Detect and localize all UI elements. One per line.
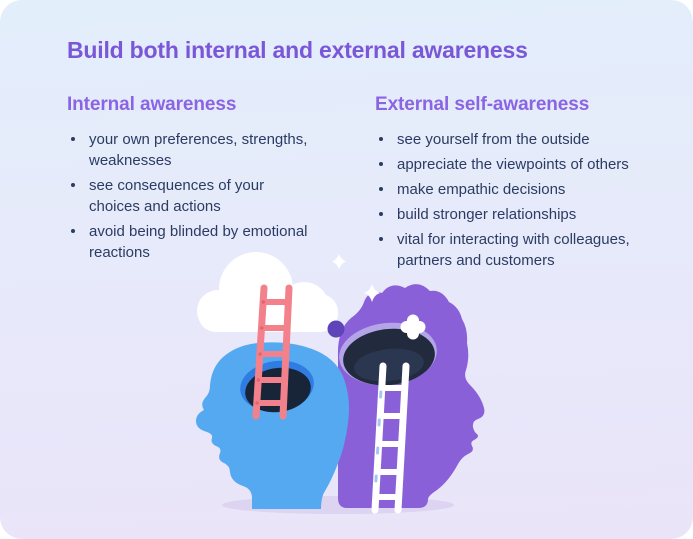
cloud	[197, 252, 338, 332]
list-item-text: your own preferences, strengths, weaknes…	[89, 131, 308, 169]
dark-accent-circle	[327, 320, 345, 338]
white-ladder	[371, 362, 410, 514]
bullet-dot	[379, 187, 383, 191]
list-item-text: appreciate the viewpoints of others	[397, 156, 629, 173]
bullet-dot	[379, 237, 383, 241]
list-item-text: see yourself from the outside	[397, 131, 590, 148]
list-item: see consequences of your choices and act…	[67, 175, 363, 217]
list-item-text: build stronger relationships	[397, 206, 577, 223]
white-ladder-highlights	[374, 390, 383, 483]
blue-head	[196, 342, 349, 509]
bullet-dot	[71, 137, 75, 141]
external-awareness-heading: External self-awareness	[375, 94, 590, 115]
sparkle-diamond-icon	[364, 284, 380, 302]
bullet-dot	[71, 229, 75, 233]
list-item-text: see consequences of your choices and act…	[89, 177, 265, 215]
sparkle-diamond-small-icon	[332, 254, 346, 269]
list-item-text: vital for interacting with colleagues, p…	[397, 231, 630, 269]
internal-awareness-heading: Internal awareness	[67, 94, 237, 115]
bullet-dot	[379, 137, 383, 141]
list-item: vital for interacting with colleagues, p…	[375, 229, 677, 271]
bullet-dot	[379, 162, 383, 166]
internal-awareness-column: Internal awareness your own preferences,…	[67, 93, 363, 267]
list-item: see yourself from the outside	[375, 129, 677, 150]
purple-head	[327, 284, 485, 514]
pink-ladder-joints	[255, 300, 266, 405]
external-awareness-list: see yourself from the outside appreciate…	[375, 129, 677, 271]
external-awareness-column: External self-awareness see yourself fro…	[375, 93, 677, 275]
list-item-text: avoid being blinded by emotional reactio…	[89, 223, 308, 261]
list-item: avoid being blinded by emotional reactio…	[67, 221, 363, 263]
list-item: your own preferences, strengths, weaknes…	[67, 129, 363, 171]
list-item-text: make empathic decisions	[397, 181, 566, 198]
list-item: build stronger relationships	[375, 204, 677, 225]
bullet-dot	[379, 212, 383, 216]
bullet-dot	[71, 183, 75, 187]
list-item: appreciate the viewpoints of others	[375, 154, 677, 175]
internal-awareness-list: your own preferences, strengths, weaknes…	[67, 129, 363, 263]
sparkle-flower-icon	[400, 314, 426, 340]
page-title: Build both internal and external awarene…	[67, 37, 528, 63]
list-item: make empathic decisions	[375, 179, 677, 200]
pink-ladder	[252, 284, 293, 420]
